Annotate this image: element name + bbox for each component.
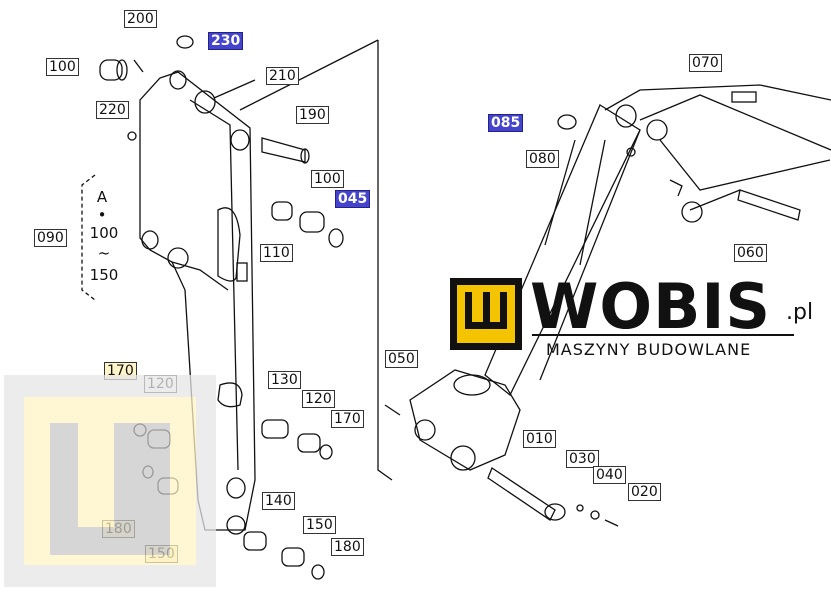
callout-label: 010 — [523, 430, 556, 448]
bracket-from: 100 — [89, 224, 119, 242]
callout-label: 200 — [124, 10, 157, 28]
boom-outline — [604, 84, 831, 111]
section-divider — [377, 40, 393, 481]
bushing-130 — [261, 419, 289, 439]
washer-045 — [328, 228, 344, 248]
callout-label: 020 — [628, 483, 661, 501]
callout-label: 190 — [296, 106, 329, 124]
washer-230 — [176, 35, 194, 49]
bracket-letter: A — [96, 188, 108, 206]
bracket-dot: • — [97, 206, 107, 224]
callout-label: 180 — [331, 538, 364, 556]
callout-label: 170 — [331, 410, 364, 428]
pin-010 — [487, 467, 556, 521]
callout-label: 090 — [34, 229, 67, 247]
callout-label: 110 — [260, 244, 293, 262]
bushing-110 — [271, 201, 293, 221]
watermark-brand: WOBIS — [530, 270, 772, 343]
pin-190 — [261, 137, 306, 163]
callout-label: 150 — [303, 516, 336, 534]
callout-label: 140 — [262, 492, 295, 510]
callout-label: 100 — [46, 58, 79, 76]
callout-label: 220 — [96, 101, 129, 119]
callout-label: 070 — [689, 54, 722, 72]
watermark-rule — [532, 334, 794, 336]
pin-060 — [737, 189, 801, 221]
callout-label-highlighted: 230 — [208, 32, 244, 50]
wobis-logo-icon — [450, 278, 522, 350]
callout-label: 030 — [566, 450, 599, 468]
bracket-to: 150 — [89, 266, 119, 284]
bracket-tilde: ~ — [97, 244, 111, 262]
washer-085 — [557, 114, 577, 130]
watermark-suffix: .pl — [786, 300, 814, 325]
callout-label: 060 — [734, 244, 767, 262]
bushing-140 — [243, 531, 267, 551]
callout-label: 050 — [385, 350, 418, 368]
callout-label-highlighted: 085 — [488, 114, 524, 132]
watermark-logo-large — [4, 375, 216, 587]
callout-label: 120 — [302, 390, 335, 408]
callout-label: 130 — [268, 371, 301, 389]
callout-label: 100 — [311, 170, 344, 188]
bushing-100b — [299, 211, 325, 233]
watermark-subtitle: MASZYNY BUDOWLANE — [546, 340, 752, 359]
bushing-100 — [99, 59, 123, 81]
callout-label: 210 — [266, 67, 299, 85]
callout-label: 040 — [593, 466, 626, 484]
callout-label-highlighted: 045 — [335, 190, 371, 208]
callout-label: 080 — [526, 150, 559, 168]
